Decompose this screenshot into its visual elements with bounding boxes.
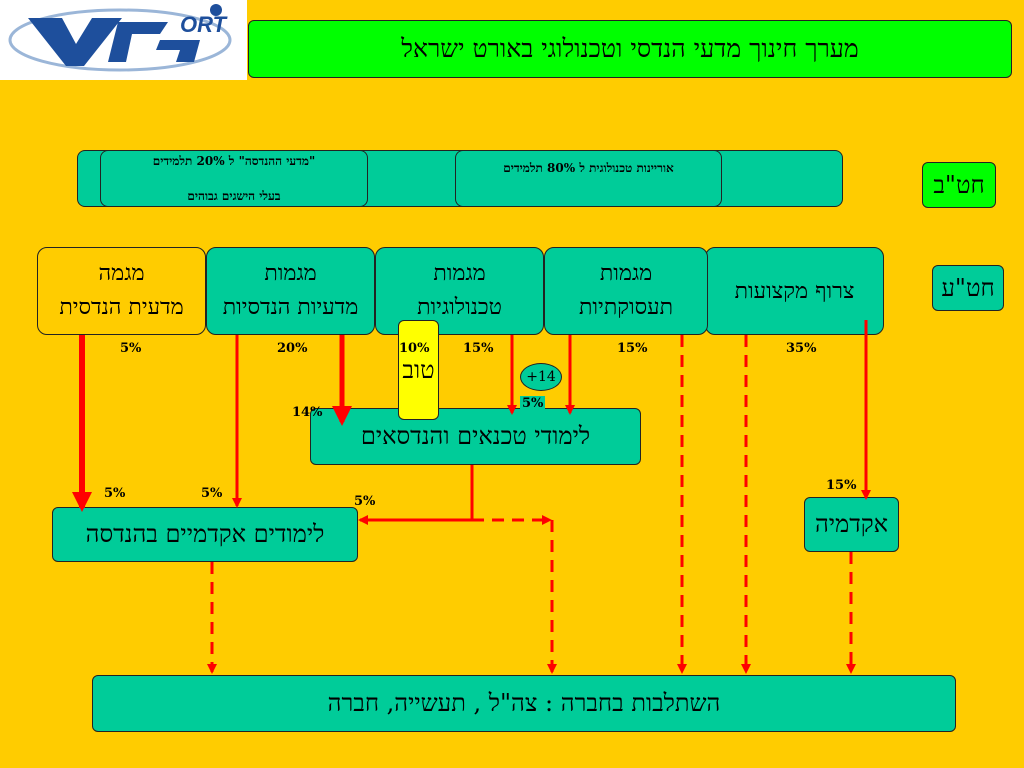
pct-tech: 15% (463, 341, 494, 356)
grade-label-upper: חט"ע (932, 265, 1004, 311)
pct-vocational: 15% (617, 341, 648, 356)
eng-sci-line1: "מדעי ההנדסה" ל 20% תלמידים (152, 154, 316, 168)
pct-combination: 35% (786, 341, 817, 356)
major-sci-eng-plural-line2: מדעיות הנדסיות (222, 295, 359, 320)
integration-box: השתלבות בחברה : צה"ל , תעשייה, חברה (92, 675, 956, 732)
academy-text: אקדמיה (814, 510, 889, 538)
logo-brand-text: ORT (180, 12, 227, 37)
tech-literacy-text: אוריינות טכנולוגית ל 80% תלמידים (503, 161, 674, 175)
tech-literacy-box: אוריינות טכנולוגית ל 80% תלמידים (455, 150, 722, 207)
major-technological-line1: מגמות (433, 261, 486, 286)
technicians-text: לימודי טכנאים והנדסאים (360, 422, 591, 450)
tov-box: טוב (398, 320, 439, 420)
major-combination-line2: מקצועות (734, 279, 809, 304)
major-combination: צרוף מקצועות (705, 247, 884, 335)
pct-sci-eng: 5% (120, 341, 142, 356)
academic-eng-text: לימודים אקדמיים בהנדסה (85, 520, 325, 548)
integration-text: השתלבות בחברה : צה"ל , תעשייה, חברה (327, 689, 721, 717)
technicians-box: לימודי טכנאים והנדסאים (310, 408, 641, 465)
plus14-text: +14 (526, 369, 556, 385)
major-sci-eng-line2: מדעית הנדסית (59, 295, 184, 320)
major-sci-eng-plural-line1: מגמות (264, 261, 317, 286)
pct-academic-c: 5% (354, 494, 376, 509)
major-sci-eng: מגמה מדעית הנדסית (37, 247, 206, 335)
pct-academy: 15% (826, 478, 857, 493)
major-vocational-line1: מגמות (599, 261, 653, 286)
major-combination-line1: צרוף (815, 279, 855, 304)
page-title-text: מערך חינוך מדעי הנדסי וטכנולוגי באורט יש… (401, 34, 859, 63)
pct-academic-b: 5% (201, 486, 223, 501)
ort-logo-icon (8, 4, 232, 72)
pct-technicians-mid: 5% (520, 396, 546, 411)
grade-label-upper-text: חט"ע (941, 273, 995, 302)
major-technological-line2: טכנולוגיות (417, 295, 502, 320)
plus14-badge: +14 (520, 363, 562, 391)
pct-academic-a: 5% (104, 486, 126, 501)
eng-sci-box: "מדעי ההנדסה" ל 20% תלמידים בעלי הישגים … (100, 150, 368, 207)
logo: ORT (0, 0, 247, 80)
grade-label-high-text: חט"ב (933, 170, 985, 199)
grade-label-high: חט"ב (922, 162, 996, 208)
academic-eng-box: לימודים אקדמיים בהנדסה (52, 507, 358, 562)
page-title: מערך חינוך מדעי הנדסי וטכנולוגי באורט יש… (248, 20, 1012, 78)
major-vocational: מגמות תעסוקתיות (544, 247, 708, 335)
major-vocational-line2: תעסוקתיות (579, 295, 674, 320)
pct-tov: 10% (399, 341, 430, 356)
pct-sci-eng-plural: 20% (277, 341, 308, 356)
tov-text: טוב (402, 355, 435, 384)
academy-box: אקדמיה (804, 497, 899, 552)
eng-sci-line2: בעלי הישגים גבוהים (187, 189, 281, 203)
major-sci-eng-line1: מגמה (98, 261, 145, 286)
major-sci-eng-plural: מגמות מדעיות הנדסיות (206, 247, 375, 335)
pct-to-technicians: 14% (292, 405, 323, 420)
